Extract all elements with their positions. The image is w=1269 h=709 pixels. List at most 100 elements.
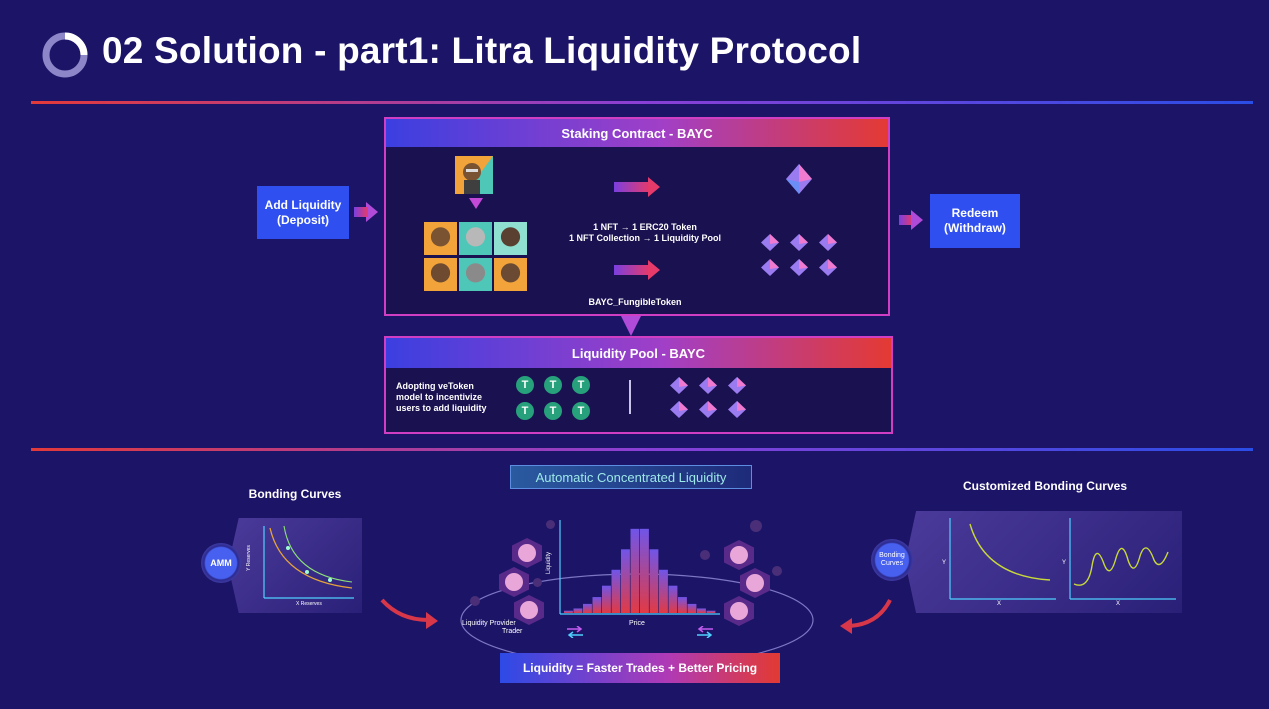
arrow-right-icon xyxy=(648,260,660,280)
tether-coin-icon: T xyxy=(544,376,562,394)
custom-curve-chart-1 xyxy=(949,518,1056,600)
decor-dot xyxy=(470,596,480,606)
hist-bar xyxy=(630,528,640,613)
bonding-curve-chart xyxy=(263,525,354,599)
staking-contract-title: Staking Contract - BAYC xyxy=(386,119,888,147)
ape-nft-icon xyxy=(424,222,457,255)
right-chart-2-y-label: Y xyxy=(1062,560,1067,566)
erc20-token-icon xyxy=(728,377,746,394)
add-liquidity-box: Add Liquidity (Deposit) xyxy=(257,186,349,239)
token-name: BAYC_FungibleToken xyxy=(588,297,682,307)
custom-curve-chart-2 xyxy=(1069,518,1176,600)
hist-bar xyxy=(697,608,706,613)
liquidity-pool-title: Liquidity Pool - BAYC xyxy=(386,338,891,368)
erc20-token-icon xyxy=(819,234,837,251)
hist-y-label: Liquidity xyxy=(546,551,553,575)
hist-bar xyxy=(640,528,649,613)
section-divider xyxy=(31,448,1253,451)
decor-dot xyxy=(750,520,762,532)
left-chart-y-label: Y Reserves xyxy=(245,545,252,571)
liquidity-pool-panel: Liquidity Pool - BAYC xyxy=(384,336,893,434)
ape-nft-icon xyxy=(494,222,527,255)
erc20-token-icon xyxy=(786,164,812,194)
hist-bar xyxy=(573,608,583,613)
hist-bar xyxy=(668,585,678,613)
amm-badge: AMM xyxy=(201,543,241,583)
pool-token-grid xyxy=(670,377,746,418)
erc20-token-icon xyxy=(790,258,808,276)
erc20-token-icon xyxy=(670,401,688,418)
pool-divider xyxy=(629,380,631,414)
rule-line-1: 1 NFT → 1 ERC20 Token xyxy=(593,222,697,232)
erc20-token-icon xyxy=(699,401,717,418)
decor-dot xyxy=(546,520,555,529)
header-divider xyxy=(31,101,1253,104)
right-chart-1-y-label: Y xyxy=(942,560,947,566)
ape-nft-icon xyxy=(455,156,493,194)
swap-arrows-icon xyxy=(697,626,713,638)
right-chart-2-x-label: X xyxy=(1116,601,1121,607)
hist-bar xyxy=(611,569,621,613)
hist-bar xyxy=(621,549,630,613)
arrow-bar xyxy=(354,207,368,217)
bonding-curves-badge: Bonding Curves xyxy=(871,539,913,581)
erc20-token-icon xyxy=(761,234,779,251)
arrow-down-icon xyxy=(621,316,641,336)
erc20-token-icon xyxy=(790,234,808,251)
hist-bar xyxy=(649,549,659,613)
hist-bar xyxy=(687,603,697,613)
left-chart-x-label: X Reserves xyxy=(296,601,322,607)
custom-curve-card xyxy=(905,511,1182,613)
erc20-token-icon xyxy=(670,377,688,394)
ape-nft-icon xyxy=(494,257,527,291)
hist-bar xyxy=(583,603,592,613)
ape-collection-grid xyxy=(424,222,527,291)
ape-nft-icon xyxy=(459,222,492,255)
tether-coin-icon: T xyxy=(544,402,562,420)
arrow-bar xyxy=(614,182,650,192)
ape-nft-icon xyxy=(459,257,492,291)
liquidity-histogram xyxy=(559,520,720,615)
arrow-bar xyxy=(614,265,650,275)
user-hex-icon xyxy=(724,540,754,570)
user-hex-icon xyxy=(512,538,542,568)
hist-bar xyxy=(602,585,611,613)
user-hex-icon xyxy=(740,568,770,598)
tether-coin-icon: T xyxy=(572,402,590,420)
user-hex-icon xyxy=(499,567,529,597)
bonding-curves-title: Bonding Curves xyxy=(248,487,342,501)
redeem-box: Redeem (Withdraw) xyxy=(930,194,1020,248)
lp-label: Liquidity Provider xyxy=(462,620,516,627)
user-hex-icon xyxy=(724,596,754,626)
arrow-right-icon xyxy=(648,177,660,197)
decor-dot xyxy=(533,578,542,587)
hist-bar xyxy=(678,597,687,613)
arrow-right-icon xyxy=(366,202,378,222)
arrow-bar xyxy=(899,215,913,225)
hist-bar xyxy=(564,610,573,613)
curved-arrow-icon xyxy=(840,599,892,634)
tether-grid: T T T T T T xyxy=(516,376,590,420)
erc20-token-icon xyxy=(699,377,717,394)
tether-coin-icon: T xyxy=(516,402,534,420)
hist-bar xyxy=(592,597,602,613)
erc20-token-icon xyxy=(819,258,837,276)
user-hex-icon xyxy=(514,595,544,625)
hist-bar xyxy=(659,569,668,613)
customized-bonding-title: Customized Bonding Curves xyxy=(962,479,1127,493)
swap-arrows-icon xyxy=(567,626,583,638)
page-title: 02 Solution - part1: Litra Liquidity Pro… xyxy=(102,30,862,71)
tether-coin-icon: T xyxy=(516,376,534,394)
arrow-down-icon xyxy=(469,198,483,209)
right-chart-1-x-label: X xyxy=(997,601,1002,607)
rule-line-2: 1 NFT Collection → 1 Liquidity Pool xyxy=(568,233,721,243)
arrow-right-icon xyxy=(911,210,923,230)
curved-arrow-icon xyxy=(380,598,438,629)
erc20-token-icon xyxy=(761,258,779,276)
trader-label: Trader xyxy=(502,628,523,635)
decor-dot xyxy=(700,550,710,560)
decor-dot xyxy=(772,566,782,576)
logo-ring-icon xyxy=(42,32,88,78)
hist-x-label: Price xyxy=(629,620,645,627)
erc20-token-icon xyxy=(728,401,746,418)
